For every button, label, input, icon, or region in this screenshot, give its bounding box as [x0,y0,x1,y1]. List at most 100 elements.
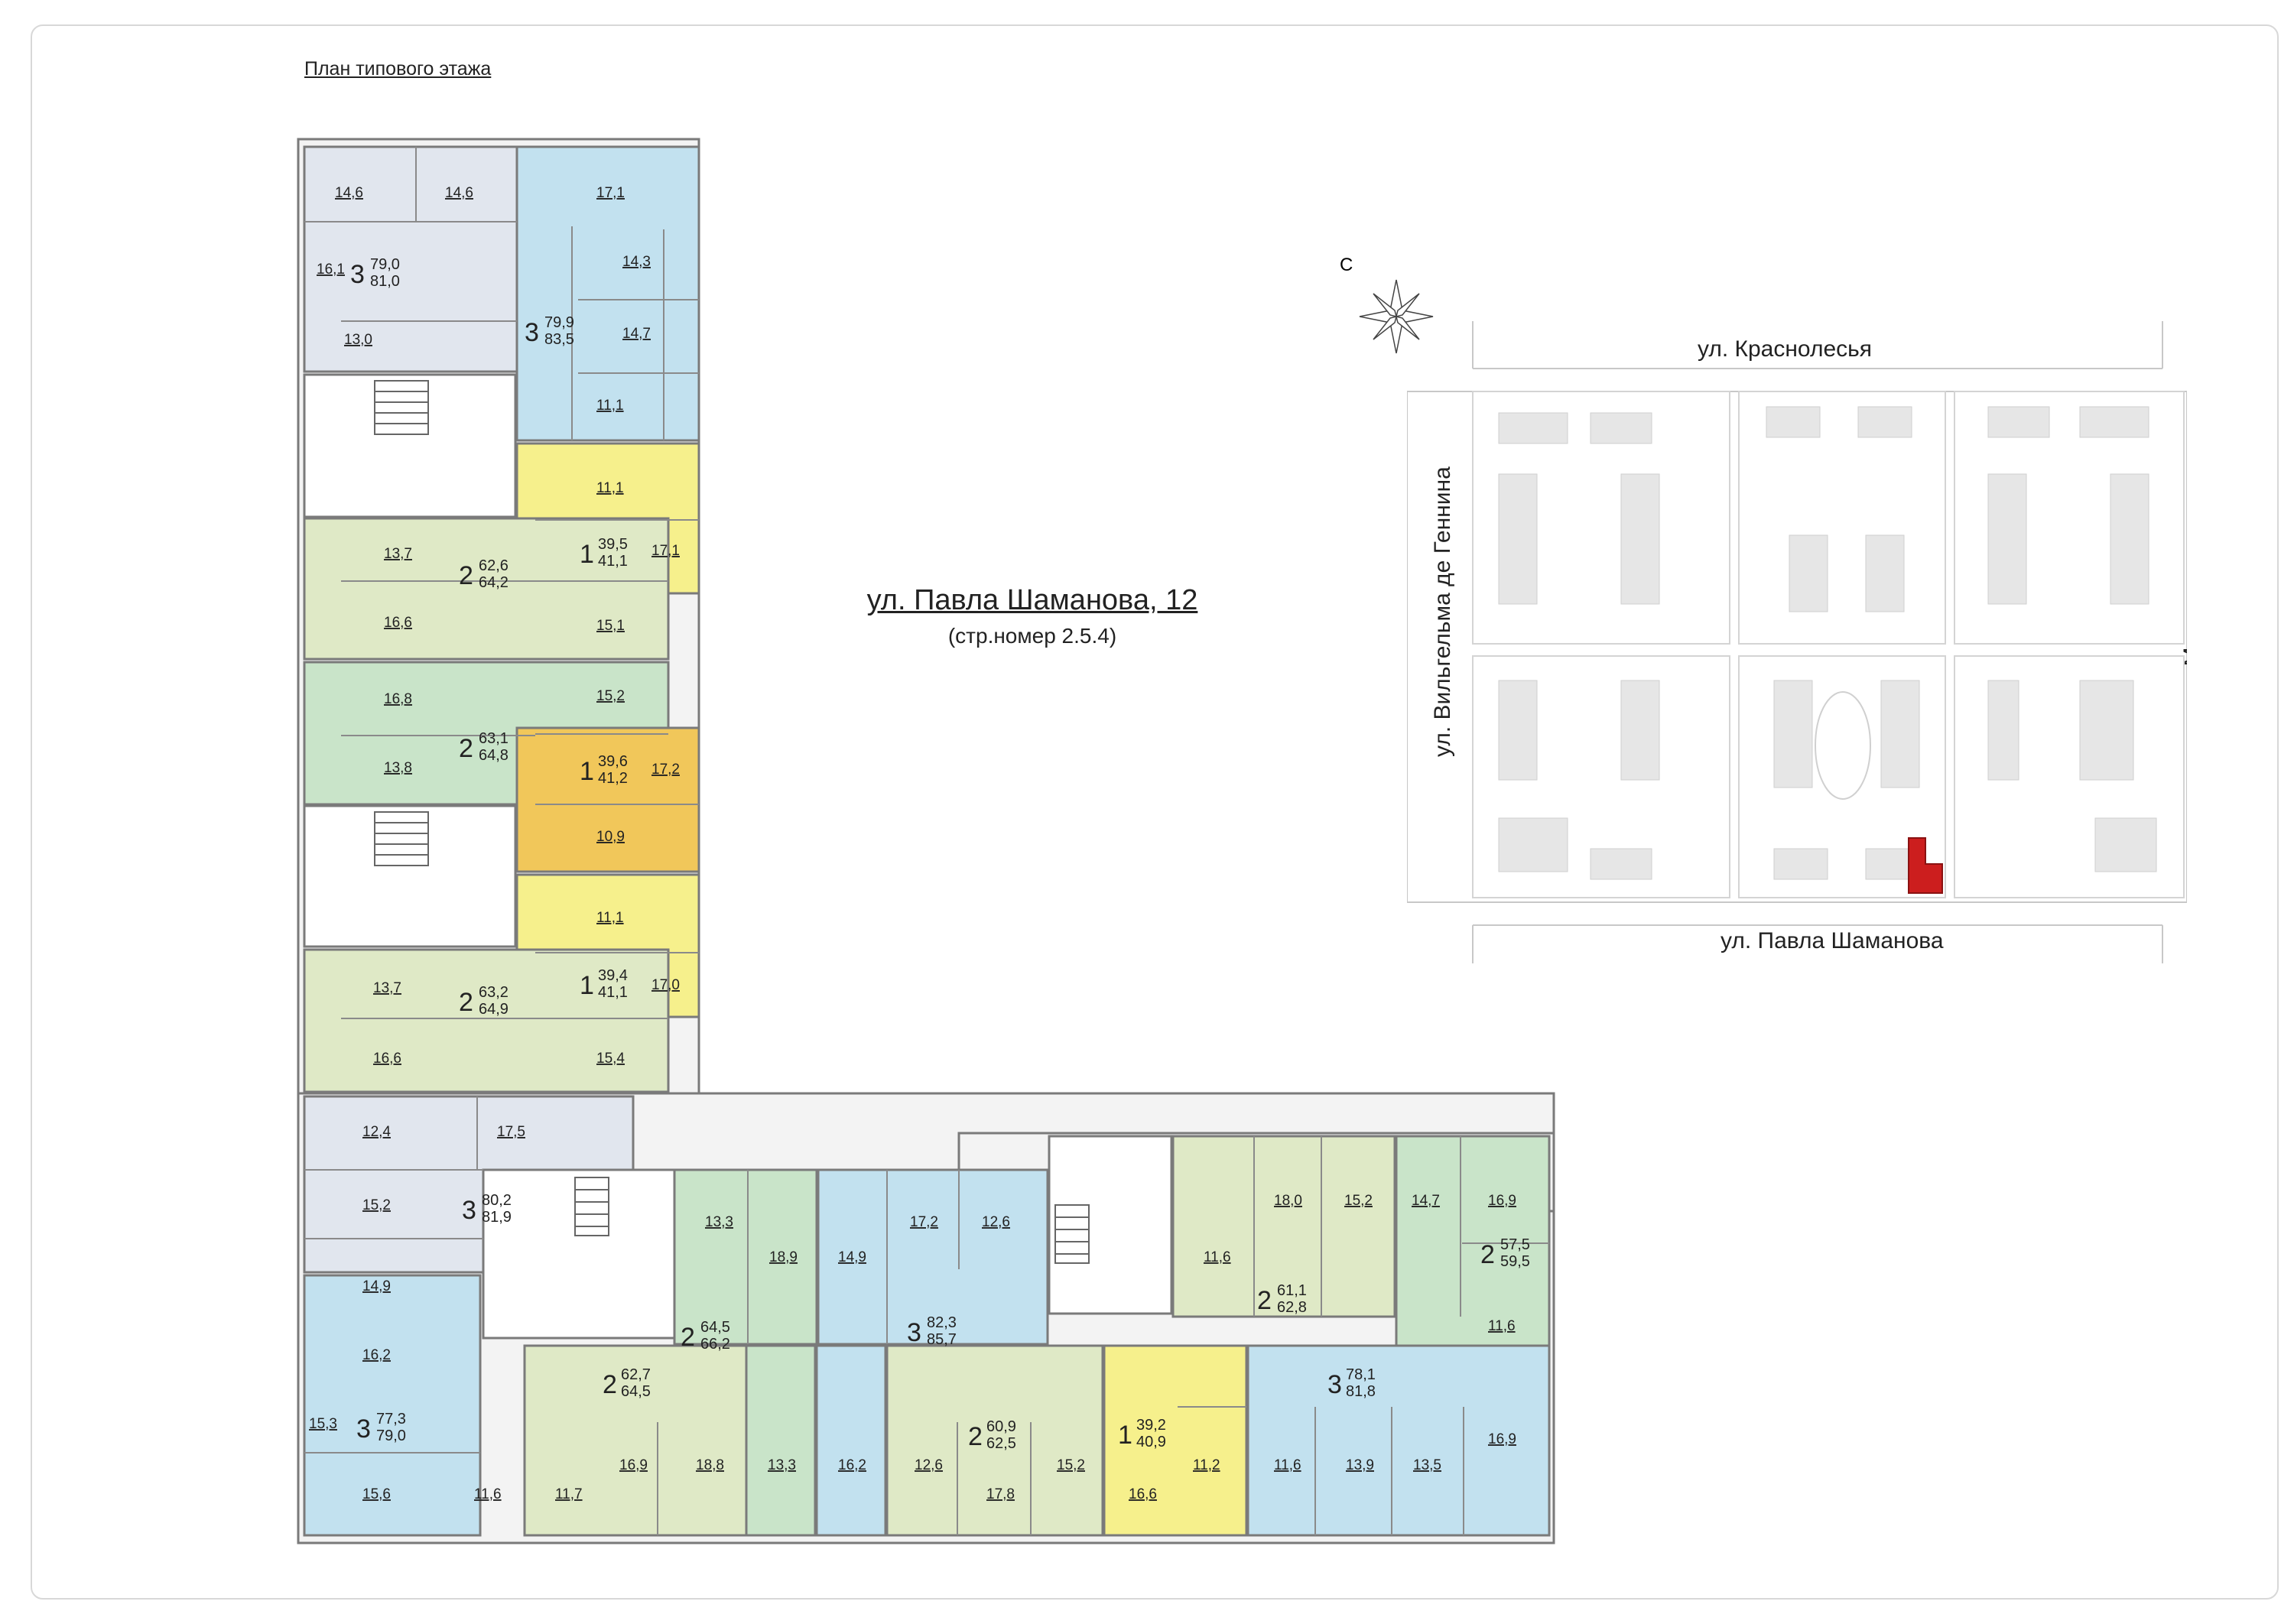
apt-a15-total: 64,5 [621,1383,651,1400]
apt-a14-living: 77,3 [376,1411,406,1427]
room-area: 11,2 [1193,1457,1220,1473]
apt-a10-zone [673,1168,818,1346]
apt-a8-living: 63,2 [479,984,509,1001]
stair-1 [374,380,429,435]
apt-a16-living: 60,9 [986,1418,1016,1435]
room-area: 13,0 [344,332,372,348]
room-area: 14,7 [1412,1193,1440,1209]
room-area: 17,8 [986,1486,1015,1502]
apt-a9-total: 81,9 [482,1209,512,1226]
apt-a12-rooms: 2 [1257,1286,1272,1315]
building [1987,406,2050,438]
sheet-frame [31,24,2279,1600]
room-area: 16,9 [1488,1193,1516,1209]
building [1857,406,1912,438]
building [1590,412,1652,444]
apt-a16-rooms: 2 [968,1422,983,1451]
site-map: ул. Краснолесья ул. Павла Шаманова ул. В… [1407,321,2187,963]
building [1620,473,1660,605]
apt-a11-living: 82,3 [927,1314,957,1331]
apt-a11-rooms: 3 [907,1318,921,1347]
room-area: 16,2 [362,1347,391,1363]
room-area: 14,3 [622,254,651,270]
room-area: 17,5 [497,1124,525,1140]
apt-a10-total: 66,2 [700,1336,730,1353]
room-area: 12,6 [982,1214,1010,1230]
room-area: 11,1 [596,910,624,926]
room-area: 16,1 [317,261,345,278]
apt-a4-rooms: 2 [459,561,473,590]
room-area: 16,6 [1129,1486,1157,1502]
apt-a6-rooms: 1 [580,757,594,786]
room-area: 15,2 [1057,1457,1085,1473]
apt-a8-rooms: 2 [459,988,473,1017]
room-area: 13,7 [373,980,401,996]
building [1620,680,1660,781]
building [1498,473,1538,605]
room-area: 16,9 [1488,1431,1516,1447]
apt-a14-total: 79,0 [376,1427,406,1444]
building [1766,406,1821,438]
street-south: ул. Павла Шаманова [1720,928,1944,953]
room-area: 14,6 [445,185,473,201]
apt-a17-total: 40,9 [1136,1434,1166,1450]
apt-a14-rooms: 3 [356,1415,371,1444]
building [1590,848,1652,880]
apt-a1-total: 81,0 [370,273,400,290]
room-area: 18,9 [769,1249,798,1265]
stadium [1815,691,1871,800]
apt-a11-total: 85,7 [927,1331,957,1348]
room-area: 11,6 [1204,1249,1231,1265]
apt-a8-zone [303,948,670,1093]
apt-a11-zone [817,1168,1049,1346]
room-area: 11,6 [474,1486,502,1502]
building [2079,406,2149,438]
apt-a15-living: 62,7 [621,1366,651,1383]
room-area: 13,3 [768,1457,796,1473]
apt-a13-rooms: 2 [1480,1240,1495,1269]
building [1498,680,1538,781]
room-area: 13,8 [384,760,412,776]
room-area: 15,1 [596,618,625,634]
apt-a16-zone [885,1344,1104,1537]
apt-a15-rooms: 2 [603,1370,617,1399]
apt-a7-rooms: 1 [580,971,594,1000]
building [2079,680,2134,781]
apt-a6-zone [515,726,700,873]
apt-a4-zone [303,517,670,661]
apt-a13-zone [1395,1135,1551,1387]
apt-a10-living: 64,5 [700,1319,730,1336]
apt-a1-zone [303,145,544,373]
apt-a2-living: 79,9 [544,314,574,331]
apt-a16-total: 62,5 [986,1435,1016,1452]
room-area: 16,9 [619,1457,648,1473]
room-area: 17,1 [596,185,625,201]
room-area: 16,6 [384,615,412,631]
room-area: 15,6 [362,1486,391,1502]
room-area: 14,9 [838,1249,866,1265]
room-area: 13,7 [384,546,412,562]
apt-a4-living: 62,6 [479,557,509,574]
building [2094,817,2157,872]
room-area: 11,6 [1274,1457,1301,1473]
room-area: 11,1 [596,398,624,414]
room-area: 16,6 [373,1051,401,1067]
apt-a13-total: 59,5 [1500,1253,1530,1270]
room-area: 12,4 [362,1124,391,1140]
room-area: 16,2 [838,1457,866,1473]
apt-a18-total: 81,8 [1346,1383,1376,1400]
apt-a6-total: 41,2 [598,770,628,787]
room-area: 15,2 [362,1197,391,1213]
room-area: 12,6 [915,1457,943,1473]
apt-a14-zone [303,1274,482,1537]
room-area: 15,3 [309,1416,337,1432]
room-area: 17,1 [651,543,680,559]
apt-a8-total: 64,9 [479,1001,509,1018]
room-area: 14,9 [362,1278,391,1294]
building-title: ул. Павла Шаманова, 12 [866,584,1198,616]
room-area: 18,0 [1274,1193,1302,1209]
room-area: 13,9 [1346,1457,1374,1473]
building [1773,680,1813,788]
apt-a10-rooms: 2 [681,1323,695,1352]
